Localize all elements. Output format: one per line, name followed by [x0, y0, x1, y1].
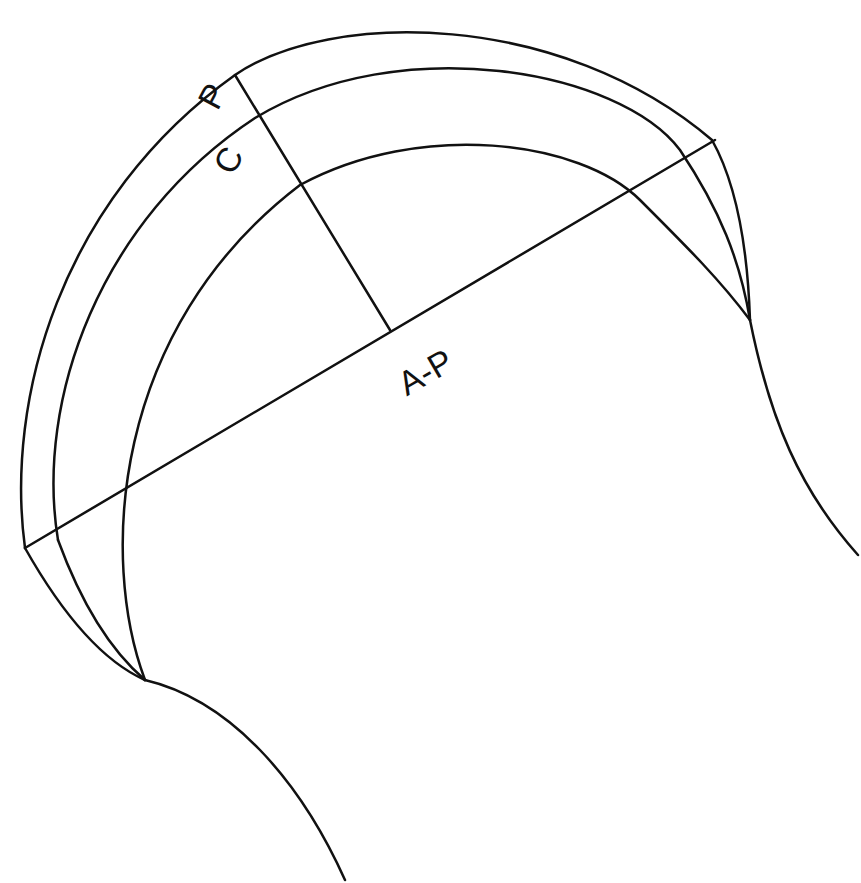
outer-contour — [21, 32, 750, 548]
part-label: C — [207, 141, 249, 179]
neck-contour-left — [145, 680, 345, 880]
middle-contour-base — [58, 540, 145, 680]
inner-contour — [123, 145, 750, 680]
neck-contour-right — [750, 320, 858, 555]
ap-diameter-line — [25, 140, 715, 548]
part-label: A-P — [392, 343, 458, 401]
part-label: P — [192, 78, 233, 114]
thickness-line — [235, 75, 390, 330]
